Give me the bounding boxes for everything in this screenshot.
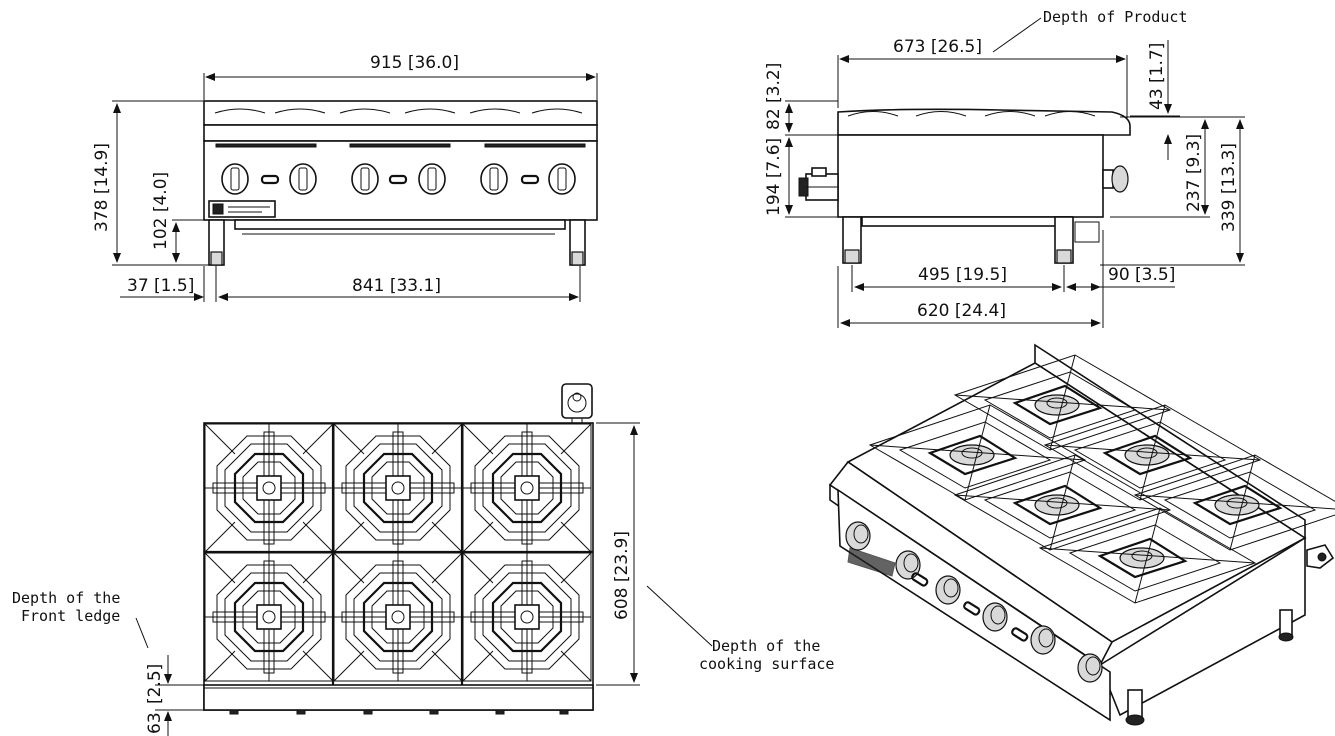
front-ledge-label-2: Front ledge bbox=[21, 607, 120, 625]
side-rear-offset-dim: 90 [3.5] bbox=[1108, 265, 1175, 285]
side-base-depth-dim: 620 [24.4] bbox=[917, 301, 1006, 321]
front-leg-offset-dim: 37 [1.5] bbox=[127, 276, 194, 296]
top-view: 608 [23.9] Depth of the cooking surface … bbox=[12, 383, 834, 736]
side-cook-height-dim: 237 [9.3] bbox=[1184, 134, 1204, 212]
front-width-dim: 915 [36.0] bbox=[370, 53, 459, 73]
side-backguard-dim: 82 [3.2] bbox=[764, 63, 784, 130]
side-product-depth-dim: 673 [26.5] bbox=[893, 37, 982, 57]
cooking-depth-label-2: cooking surface bbox=[699, 655, 834, 673]
side-view: Depth of Product 673 [26.5] 43 [1.7] 82 … bbox=[764, 8, 1245, 328]
front-height-dim: 378 [14.9] bbox=[92, 143, 112, 232]
side-top-ledge-dim: 43 [1.7] bbox=[1147, 43, 1167, 110]
backguard bbox=[203, 100, 598, 126]
front-ledge-dim-b: 63 bbox=[145, 712, 165, 734]
top-cooking-depth-dim: 608 [23.9] bbox=[612, 531, 632, 620]
side-total-height-dim: 339 [13.3] bbox=[1219, 143, 1239, 232]
side-body-height-dim: 194 [7.6] bbox=[764, 138, 784, 216]
isometric-view bbox=[828, 343, 1335, 726]
product-depth-label: Depth of Product bbox=[1043, 8, 1188, 26]
front-leg-span-dim: 841 [33.1] bbox=[352, 276, 441, 296]
rating-plate bbox=[208, 200, 276, 218]
front-ledge-dim-a: [2.5] bbox=[145, 664, 165, 704]
side-leg-depth-dim: 495 [19.5] bbox=[918, 265, 1007, 285]
side-knob bbox=[1102, 165, 1129, 193]
side-body bbox=[837, 134, 1104, 218]
front-ledge bbox=[203, 684, 594, 711]
front-leg-height-dim: 102 [4.0] bbox=[151, 172, 171, 250]
cooking-depth-label-1: Depth of the bbox=[712, 637, 820, 655]
front-view: 915 [36.0] 378 [14.9] 102 [4.0] bbox=[92, 53, 598, 302]
top-regulator bbox=[561, 383, 593, 425]
front-ledge-label-1: Depth of the bbox=[12, 589, 120, 607]
gas-regulator bbox=[798, 167, 839, 201]
